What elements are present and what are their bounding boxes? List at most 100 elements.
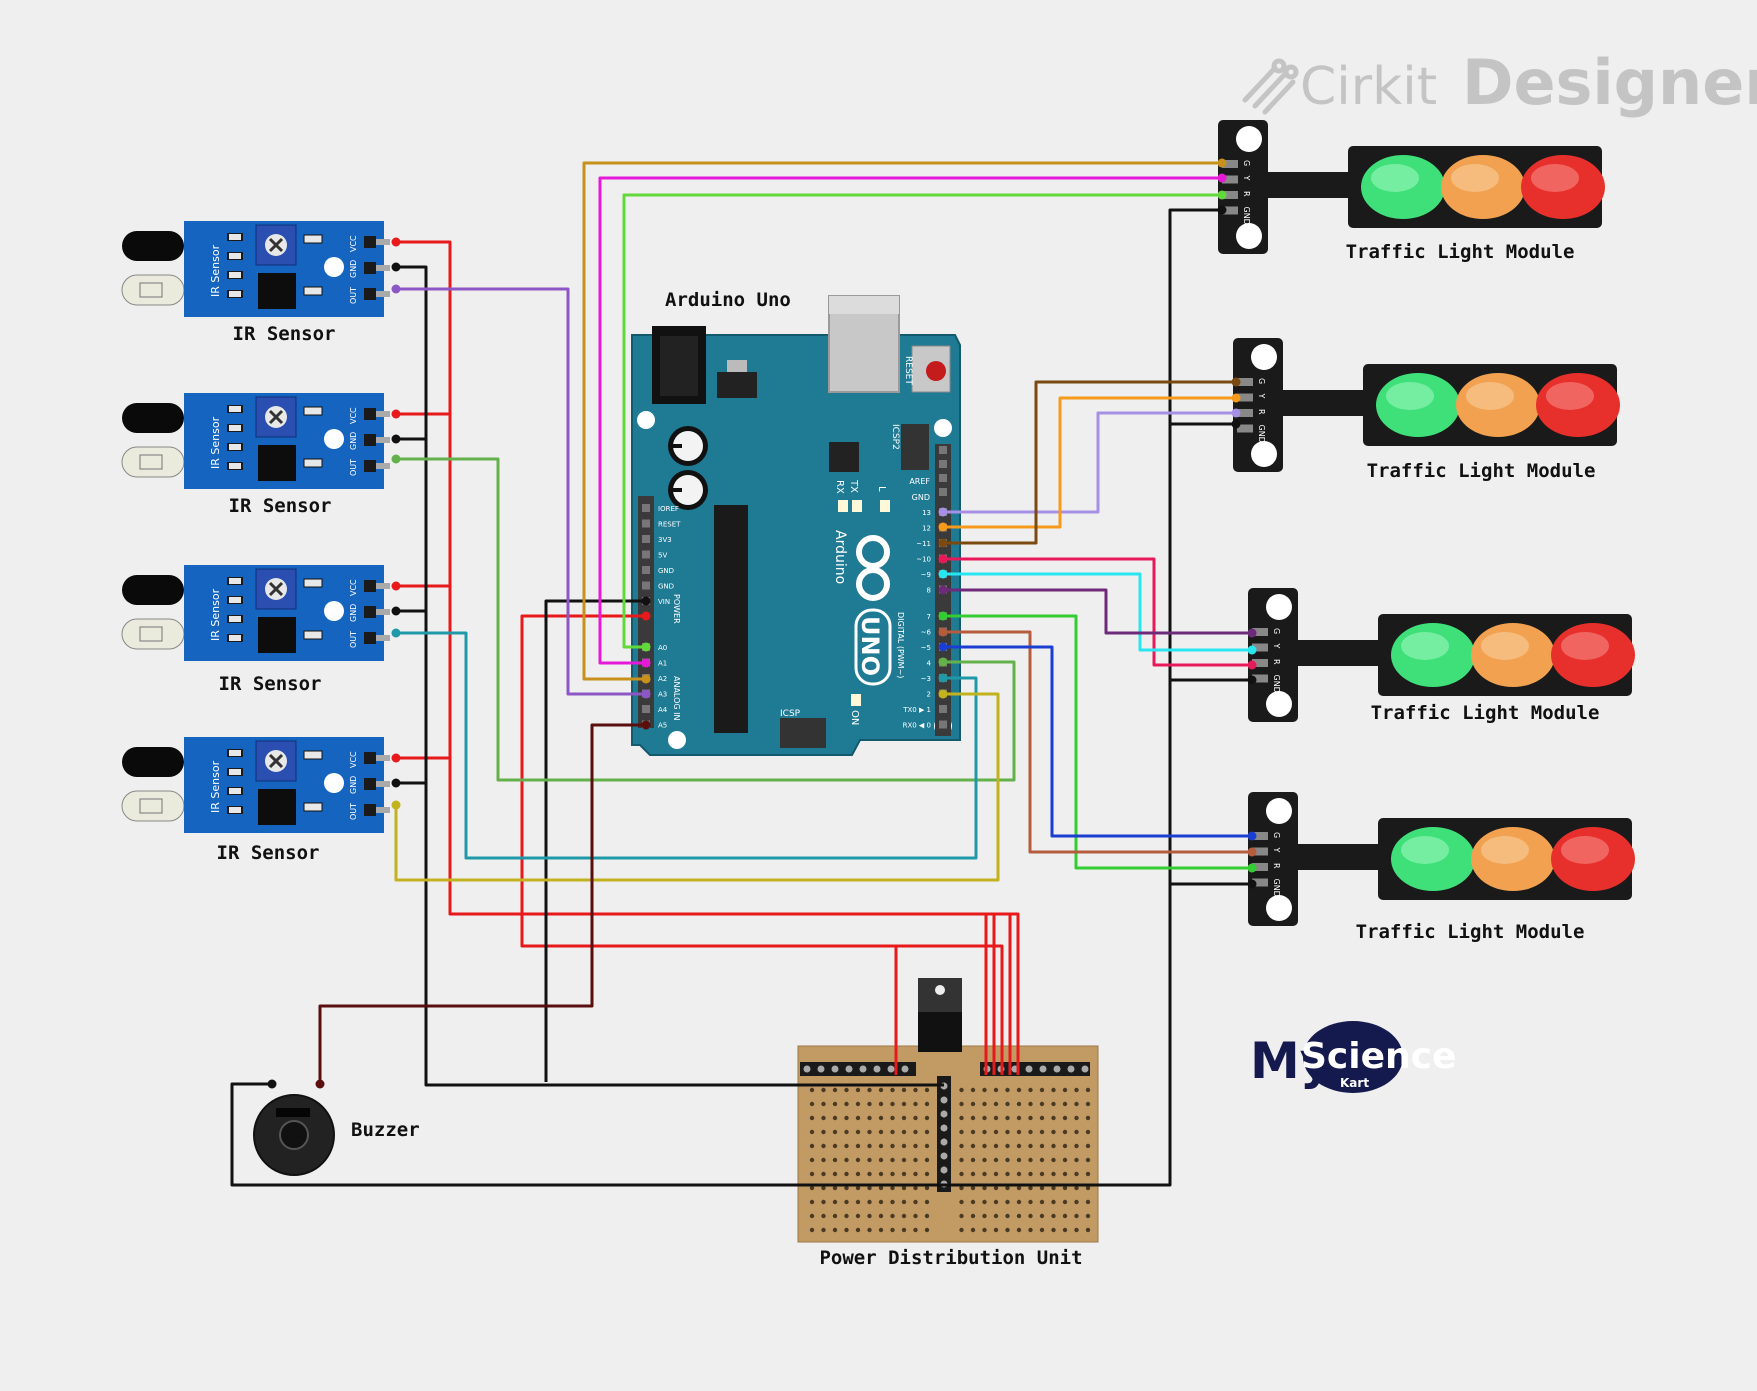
power-pin[interactable] bbox=[642, 550, 650, 559]
wire-purple[interactable] bbox=[396, 287, 646, 696]
sensor-pin[interactable] bbox=[376, 807, 390, 813]
comparator-chip bbox=[258, 789, 296, 825]
module-pin[interactable] bbox=[1252, 643, 1268, 652]
digital-pin-label: ~11 bbox=[916, 540, 931, 548]
wire-dark_red[interactable] bbox=[318, 723, 646, 1084]
module-pin[interactable] bbox=[1237, 409, 1253, 417]
wire-magenta[interactable] bbox=[598, 176, 1222, 665]
sensor-pin[interactable] bbox=[376, 463, 390, 469]
wire-red[interactable] bbox=[522, 944, 898, 1075]
module-pin[interactable] bbox=[1222, 175, 1238, 184]
wire-sienna[interactable] bbox=[943, 630, 1252, 854]
wire-endpoint bbox=[1247, 879, 1257, 889]
wire-endpoint bbox=[641, 596, 651, 606]
wire-endpoint bbox=[391, 778, 401, 788]
module-pin[interactable] bbox=[1252, 832, 1268, 840]
wire-teal[interactable] bbox=[396, 631, 978, 860]
sensor-pin[interactable] bbox=[376, 291, 390, 297]
wire-green[interactable] bbox=[943, 614, 1252, 870]
sensor-pin-label: OUT bbox=[349, 803, 358, 820]
power-pin[interactable] bbox=[642, 566, 650, 574]
ir-sensor-label: IR Sensor bbox=[229, 495, 332, 517]
power-pin[interactable] bbox=[642, 519, 650, 528]
module-pin[interactable] bbox=[1222, 191, 1238, 199]
wire-black[interactable] bbox=[544, 599, 646, 1082]
sensor-pin[interactable] bbox=[376, 411, 390, 417]
power-pin[interactable] bbox=[642, 535, 650, 543]
sensor-pin[interactable] bbox=[376, 781, 390, 787]
module-pin[interactable] bbox=[1252, 674, 1268, 683]
ir-receiver-led bbox=[121, 446, 185, 478]
module-pin[interactable] bbox=[1237, 378, 1253, 386]
wire-lime[interactable] bbox=[622, 193, 1222, 649]
module-pin[interactable] bbox=[1252, 878, 1268, 887]
wire-red[interactable] bbox=[1010, 912, 1020, 1075]
icsp2-header bbox=[901, 424, 929, 470]
arduino-uno-board[interactable]: Arduino Uno RESET ICSP2 bbox=[631, 289, 961, 756]
module-pin[interactable] bbox=[1222, 206, 1238, 215]
wire-crimson[interactable] bbox=[943, 557, 1252, 667]
designer-word: Designer bbox=[1462, 46, 1757, 119]
wire-endpoint bbox=[938, 673, 948, 683]
arduino-title: Arduino Uno bbox=[665, 289, 791, 311]
wire-red[interactable] bbox=[450, 912, 988, 1075]
module-pin[interactable] bbox=[1237, 393, 1253, 402]
sensor-pin[interactable] bbox=[376, 635, 390, 641]
digital-pin[interactable] bbox=[939, 720, 947, 729]
module-pin[interactable] bbox=[1252, 863, 1268, 871]
power-pin[interactable] bbox=[642, 504, 650, 512]
wire-endpoint bbox=[1217, 173, 1227, 183]
wire-endpoint bbox=[391, 237, 401, 247]
sensor-pin[interactable] bbox=[376, 437, 390, 443]
top-pin[interactable] bbox=[939, 474, 947, 482]
header-vertical bbox=[937, 1076, 951, 1192]
sensor-pin[interactable] bbox=[376, 265, 390, 271]
power-pin[interactable] bbox=[642, 581, 650, 590]
wire-blue[interactable] bbox=[943, 645, 1252, 838]
module-pin[interactable] bbox=[1252, 628, 1268, 636]
wire-olive_green[interactable] bbox=[396, 457, 1016, 782]
wire-endpoint bbox=[391, 409, 401, 419]
top-pin[interactable] bbox=[939, 446, 947, 454]
regulator-tab bbox=[918, 978, 962, 1014]
wire-black[interactable] bbox=[230, 208, 1222, 1187]
top-pin[interactable] bbox=[939, 488, 947, 496]
sensor-pin[interactable] bbox=[376, 583, 390, 589]
power-distribution-unit[interactable]: Power Distribution Unit bbox=[797, 978, 1099, 1269]
wire-plum[interactable] bbox=[943, 588, 1252, 635]
ir-sensor-label: IR Sensor bbox=[217, 842, 320, 864]
module-pin[interactable] bbox=[1252, 847, 1268, 856]
module-pin[interactable] bbox=[1222, 160, 1238, 168]
buzzer-component[interactable]: Buzzer bbox=[253, 1094, 420, 1176]
module-pin[interactable] bbox=[1237, 424, 1253, 433]
wire-gold[interactable] bbox=[582, 161, 1222, 681]
sensor-pin[interactable] bbox=[376, 609, 390, 615]
power-unit-label: Power Distribution Unit bbox=[819, 1247, 1082, 1269]
wire-lavender[interactable] bbox=[943, 411, 1236, 514]
digital-pin[interactable] bbox=[939, 705, 947, 713]
wire-black[interactable] bbox=[396, 265, 944, 1087]
top-pin[interactable] bbox=[939, 460, 947, 468]
wire-brown[interactable] bbox=[943, 380, 1236, 545]
power-section-label: POWER bbox=[672, 594, 681, 624]
module-pin-label: GND bbox=[1257, 425, 1266, 443]
ir-emitter-led bbox=[122, 231, 184, 261]
wire-cyan[interactable] bbox=[943, 572, 1252, 652]
module-pin[interactable] bbox=[1252, 659, 1268, 667]
analog-pin[interactable] bbox=[642, 705, 650, 713]
wire-orange[interactable] bbox=[943, 396, 1236, 529]
aref-label: AREF bbox=[909, 477, 930, 486]
digital-pin-label: ~9 bbox=[921, 571, 931, 579]
sensor-pin[interactable] bbox=[376, 755, 390, 761]
wire-yellow_olive[interactable] bbox=[394, 692, 1000, 882]
sensor-pin[interactable] bbox=[376, 239, 390, 245]
